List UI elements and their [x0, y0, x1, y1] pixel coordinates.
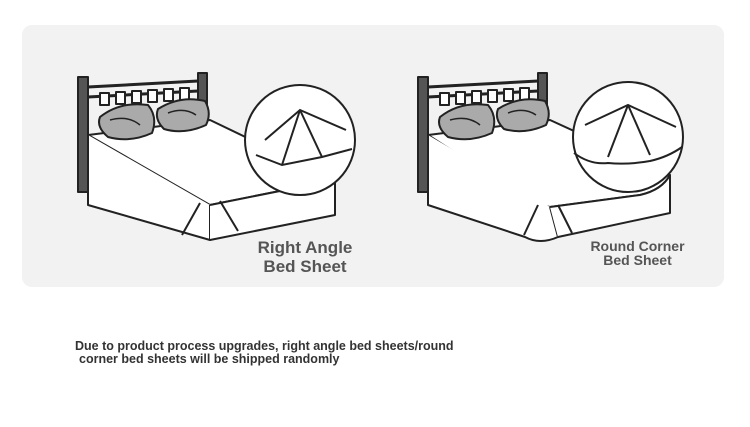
right-angle-label-line2: Bed Sheet — [263, 257, 347, 276]
round-corner-label-line2: Bed Sheet — [603, 252, 672, 268]
round-corner-label: Round Corner Bed Sheet — [580, 239, 695, 267]
notice-line2: corner bed sheets will be shipped random… — [79, 352, 340, 367]
shipping-notice: Due to product process upgrades, right a… — [75, 339, 515, 367]
round-corner-bed-illustration — [417, 72, 684, 242]
right-angle-bed-illustration — [77, 72, 356, 241]
right-angle-label: Right Angle Bed Sheet — [246, 239, 364, 277]
right-angle-label-line1: Right Angle — [257, 238, 353, 257]
notice-line1: Due to product process upgrades, right a… — [75, 339, 454, 353]
round-corner-label-line1: Round Corner — [590, 238, 685, 254]
